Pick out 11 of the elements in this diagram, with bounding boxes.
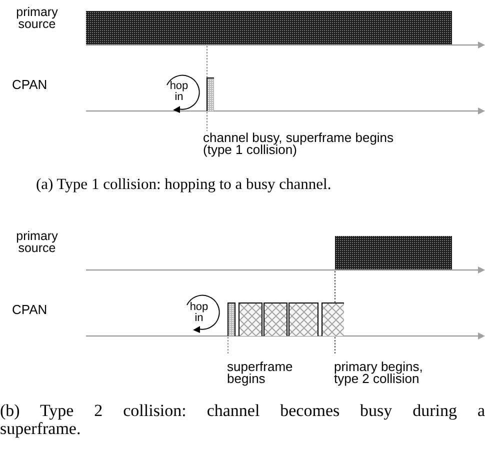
row-label: primary source: [15, 230, 59, 254]
hop-label: hop in: [188, 302, 210, 324]
annotation: channel busy, superframe begins (type 1 collision): [203, 132, 395, 156]
annotation: superframe begins: [227, 361, 294, 385]
row-label: CPAN: [12, 78, 48, 92]
row-label: CPAN: [12, 303, 48, 317]
caption: (b) Type 2 collision: channel becomes busy during a superframe.: [0, 402, 485, 438]
row-label: primary source: [15, 6, 59, 30]
hop-label: hop in: [168, 81, 190, 103]
caption: (a) Type 1 collision: hopping to a busy channel.: [36, 176, 332, 194]
annotation: primary begins, type 2 collision: [334, 361, 424, 385]
